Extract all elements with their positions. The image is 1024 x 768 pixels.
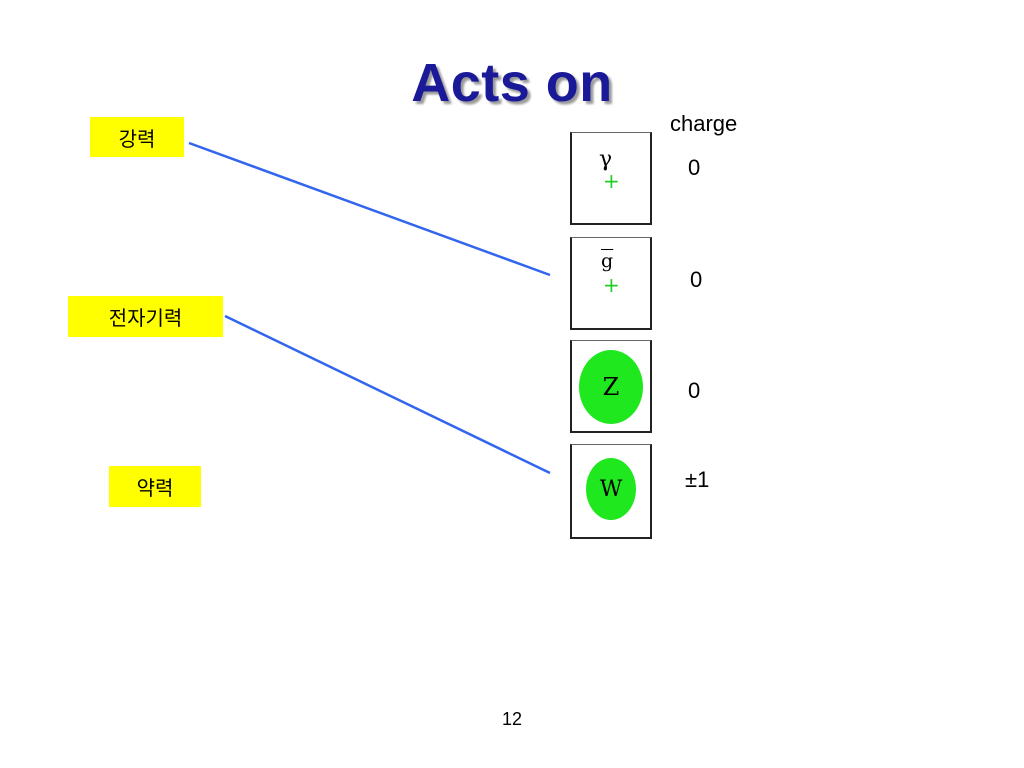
gluon-charge: 0 — [690, 267, 703, 292]
gluon-box: g + — [570, 237, 652, 330]
slide-title: Acts on — [411, 53, 613, 113]
em-connector-line — [224, 314, 551, 475]
page-number: 12 — [501, 709, 523, 729]
charge-column-header: charge — [670, 111, 738, 136]
w-boson-box: W — [570, 444, 652, 539]
plus-icon: + — [603, 169, 620, 193]
weak-force-label: 약력 — [109, 466, 201, 507]
strong-connector-line — [188, 141, 551, 277]
electromagnetic-force-label: 전자기력 — [68, 296, 223, 337]
strong-force-label: 강력 — [90, 117, 184, 157]
photon-box: γ + — [570, 132, 652, 225]
z-boson-box: Z — [570, 340, 652, 433]
photon-charge: 0 — [688, 155, 701, 180]
plus-icon: + — [603, 273, 620, 297]
z-boson-circle: Z — [579, 350, 643, 424]
w-boson-charge: ±1 — [685, 467, 710, 492]
photon-symbol: γ — [599, 147, 613, 172]
gluon-symbol: g — [601, 250, 614, 272]
w-boson-circle: W — [586, 458, 636, 520]
z-boson-charge: 0 — [688, 378, 701, 403]
